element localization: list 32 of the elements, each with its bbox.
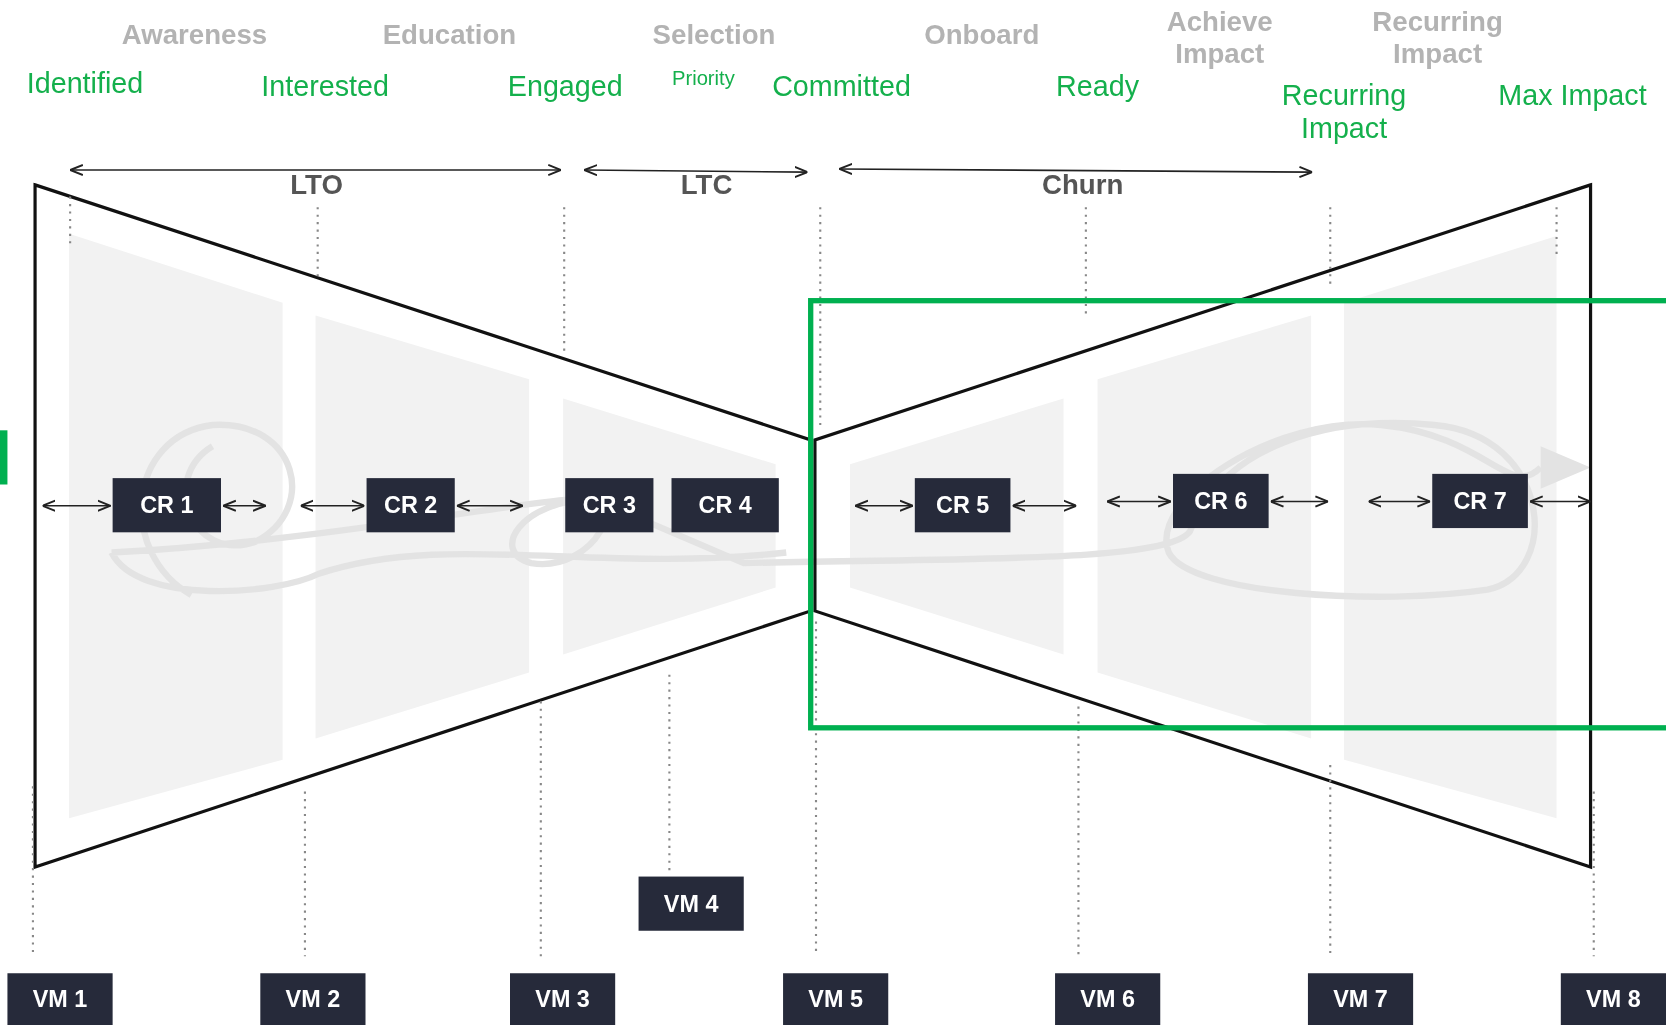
stage-box: VM 6 [1055,973,1161,1025]
stage-box: VM 3 [510,973,616,1025]
dimension-label: LTO [290,170,343,202]
stage-box: VM 1 [7,973,113,1025]
dimension-label: Churn [1042,170,1124,202]
milestone-label: Interested [261,70,389,104]
stage-heading: Awareness [121,19,268,51]
stage-heading: Recurring Impact [1371,6,1504,70]
stage-box: CR 6 [1173,473,1269,529]
stage-heading: Onboard [924,19,1040,51]
stage-box: CR 2 [366,478,455,533]
stage-box: VM 8 [1560,973,1666,1025]
stage-box: VM 4 [638,876,744,931]
stage-heading: Achieve Impact [1165,6,1274,70]
stage-box: CR 7 [1432,473,1528,529]
milestone-label: Recurring Impact [1280,79,1408,146]
stage-box: CR 3 [565,478,654,533]
stage-heading: Selection [652,19,776,51]
stage-box: CR 1 [112,478,221,533]
stage-box: CR 4 [671,478,779,533]
milestone-label: Engaged [507,70,623,104]
dimension-label: LTC [680,170,733,202]
stage-box: VM 5 [783,973,889,1025]
milestone-label: Committed [772,70,911,104]
milestone-label: Ready [1056,70,1139,104]
milestone-label: Max Impact [1498,79,1647,113]
milestone-label: Priority [671,67,735,91]
stage-box: VM 7 [1307,973,1414,1025]
stage-box: CR 5 [914,478,1011,533]
stage-box: VM 2 [260,973,366,1025]
stage-heading: Education [382,19,517,51]
milestone-label: Identified [26,67,144,101]
